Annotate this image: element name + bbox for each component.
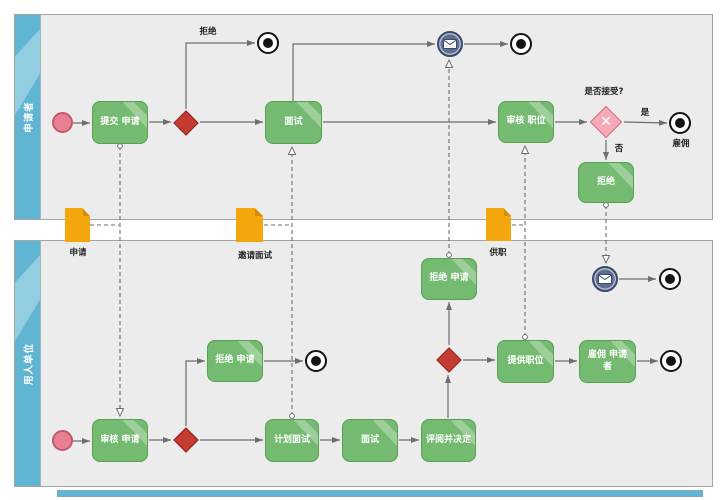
pool-employer-header[interactable]: 用人单位: [15, 241, 41, 486]
xor-gateway-accept[interactable]: ✕: [589, 105, 623, 139]
label-job-offer: 供职: [489, 248, 507, 258]
diamond-shape: [172, 426, 199, 453]
start-event-applicant[interactable]: [52, 112, 73, 133]
label-application: 申请: [69, 248, 87, 258]
diamond-shape: [435, 346, 462, 373]
data-object-job-offer[interactable]: [486, 208, 511, 241]
task-review-application[interactable]: 审核 申请: [92, 419, 148, 462]
end-event-hire-done[interactable]: [660, 350, 682, 372]
task-reject-application-left[interactable]: 拒绝 申请: [207, 340, 263, 382]
pool-employer-label: 用人单位: [23, 342, 35, 385]
end-event-after-message-bottom[interactable]: [659, 268, 681, 290]
xor-icon: ✕: [600, 114, 612, 130]
label-hired: 雇佣: [672, 139, 690, 149]
label-rejected: 拒绝: [199, 27, 217, 37]
label-no: 否: [614, 144, 624, 154]
task-hire-applicant[interactable]: 雇佣 申请者: [579, 340, 636, 383]
label-yes: 是: [640, 108, 650, 118]
diamond-shape: [172, 109, 199, 136]
task-reject-top[interactable]: 拒绝: [578, 162, 634, 203]
end-event-after-message-top[interactable]: [510, 33, 532, 55]
pool-partial-bottom: [57, 490, 703, 497]
task-review-offer[interactable]: 审核 职位: [498, 101, 554, 143]
data-object-interview-invitation[interactable]: [236, 208, 263, 242]
end-event-hired[interactable]: [669, 112, 691, 134]
gateway-review-decision[interactable]: [172, 426, 199, 453]
task-review-and-decide[interactable]: 评阅并决定: [421, 419, 476, 462]
envelope-icon: [443, 39, 457, 49]
pool-applicant-label: 申请者: [23, 101, 35, 133]
end-event-rejected-bottom[interactable]: [305, 350, 327, 372]
task-submit-application[interactable]: 提交 申请: [92, 101, 148, 144]
gateway-application-decision[interactable]: [172, 109, 199, 136]
end-event-rejected-top[interactable]: [257, 32, 279, 54]
pool-applicant-header[interactable]: 申请者: [15, 15, 41, 219]
message-event-bottom[interactable]: [592, 266, 618, 292]
task-plan-interview[interactable]: 计划面试: [265, 419, 319, 462]
data-object-application[interactable]: [65, 208, 90, 242]
task-reject-application-mid[interactable]: 拒绝 申请: [421, 258, 477, 300]
start-event-employer[interactable]: [52, 430, 73, 451]
task-offer-position[interactable]: 提供职位: [497, 340, 554, 383]
label-interview-invitation: 邀请面试: [237, 251, 273, 261]
message-event-top[interactable]: [437, 31, 463, 57]
task-interview-top[interactable]: 面试: [265, 101, 322, 144]
label-accept-question: 是否接受?: [584, 87, 624, 97]
gateway-final-decision[interactable]: [435, 346, 462, 373]
envelope-icon: [598, 274, 612, 284]
task-interview-bottom[interactable]: 面试: [342, 419, 398, 462]
